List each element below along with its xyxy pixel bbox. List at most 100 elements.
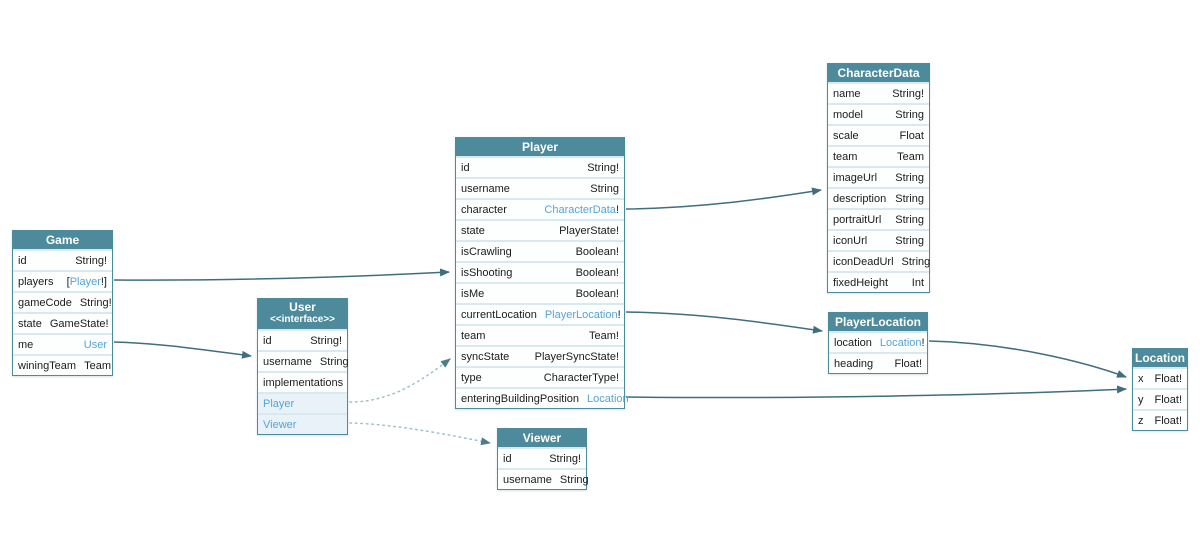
field-name: username: [503, 473, 552, 486]
type-link-user[interactable]: User: [83, 338, 107, 351]
field-type: String: [895, 172, 924, 184]
field-name: y: [1138, 393, 1144, 406]
field-type: String: [895, 214, 924, 226]
field-row-location-x[interactable]: x Float!: [1133, 367, 1187, 388]
type-table-header[interactable]: PlayerLocation: [829, 313, 927, 331]
type-table-header[interactable]: Location: [1133, 349, 1187, 367]
impl-link-row-player[interactable]: Player: [258, 392, 347, 413]
field-type: CharacterData!: [544, 204, 619, 216]
type-link-location[interactable]: Location: [879, 336, 922, 349]
field-name: portraitUrl: [833, 213, 882, 226]
field-type: Float!: [894, 358, 922, 370]
type-table-header[interactable]: User <<interface>>: [258, 299, 347, 329]
field-name: team: [833, 150, 858, 163]
field-type: PlayerLocation!: [545, 309, 621, 321]
type-text: Team: [84, 359, 111, 372]
field-type: User: [84, 339, 107, 351]
type-text: String: [895, 213, 924, 226]
field-type: CharacterType!: [544, 372, 619, 384]
field-type: String!: [587, 162, 619, 174]
type-table-header[interactable]: Game: [13, 231, 112, 249]
type-text: Boolean!: [575, 245, 619, 258]
field-type: GameState!: [50, 318, 109, 330]
field-type: String!: [892, 88, 924, 100]
type-text: Int: [911, 276, 924, 289]
arrow-player-enteringbuildingposition-to-location: [625, 385, 1127, 399]
field-name: type: [461, 371, 482, 384]
field-row-game-players[interactable]: players[Player!]: [13, 270, 112, 291]
field-type: Float!: [1154, 394, 1182, 406]
type-text: String!: [79, 296, 112, 309]
type-text: GameState!: [49, 317, 109, 330]
field-row-location-y[interactable]: y Float!: [1133, 388, 1187, 409]
type-text: String: [590, 182, 619, 195]
type-text: Float!: [1154, 393, 1182, 406]
type-table-header[interactable]: CharacterData: [828, 64, 929, 82]
type-text: String: [319, 355, 349, 368]
type-link-playerlocation[interactable]: PlayerLocation: [544, 308, 618, 321]
field-row-characterdata-portraitUrl[interactable]: portraitUrl String: [828, 208, 929, 229]
impl-link-row-viewer[interactable]: Viewer: [258, 413, 347, 434]
type-link-player[interactable]: Player: [69, 275, 101, 288]
field-type: Float!: [1154, 373, 1182, 385]
type-table-header[interactable]: Player: [456, 138, 624, 156]
type-text: PlayerSyncState!: [534, 350, 619, 363]
type-link-characterdata[interactable]: CharacterData: [544, 203, 616, 216]
type-table-header[interactable]: Viewer: [498, 429, 586, 447]
field-name: x: [1138, 372, 1144, 385]
field-type: String!: [80, 297, 112, 309]
type-text: String!: [75, 254, 107, 267]
type-text: Boolean!: [575, 287, 619, 300]
field-type: Float: [900, 130, 924, 142]
field-row-player-id[interactable]: id String!: [456, 156, 624, 177]
type-text: Float!: [1154, 414, 1182, 427]
field-row-player-type[interactable]: type CharacterType!: [456, 366, 624, 387]
type-table-subtitle: <<interface>>: [269, 314, 336, 325]
type-text: String: [895, 108, 924, 121]
field-type: Location!: [880, 337, 925, 349]
field-type: Boolean!: [576, 246, 619, 258]
arrow-user-impl-viewer-to-viewer: [349, 422, 491, 446]
field-name: id: [461, 161, 470, 174]
type-link-location[interactable]: Location: [587, 392, 629, 405]
